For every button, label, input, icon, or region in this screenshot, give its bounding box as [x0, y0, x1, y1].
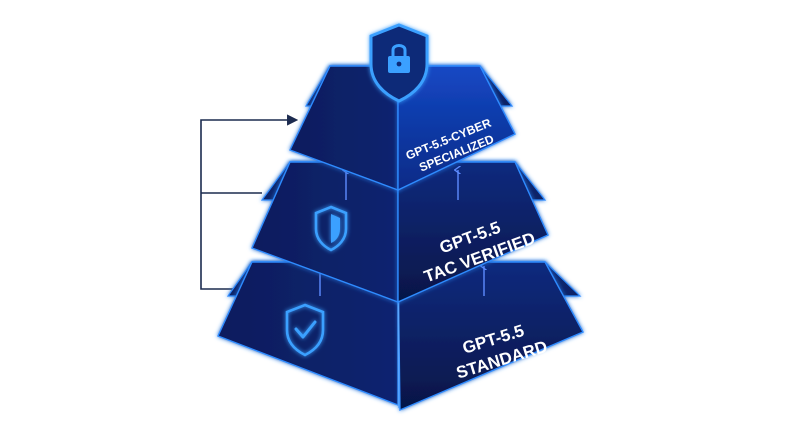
- shield-lock-icon: [369, 23, 429, 103]
- bracket-connector: [200, 114, 299, 290]
- tier-tac-verified: GPT-5.5 TAC VERIFIED: [251, 161, 549, 304]
- tier-cyber-specialized: GPT-5.5-CYBER SPECIALIZED: [289, 23, 516, 192]
- shield-check-icon: [285, 303, 325, 357]
- shield-icon: [314, 205, 348, 252]
- bracket-line: [200, 114, 299, 290]
